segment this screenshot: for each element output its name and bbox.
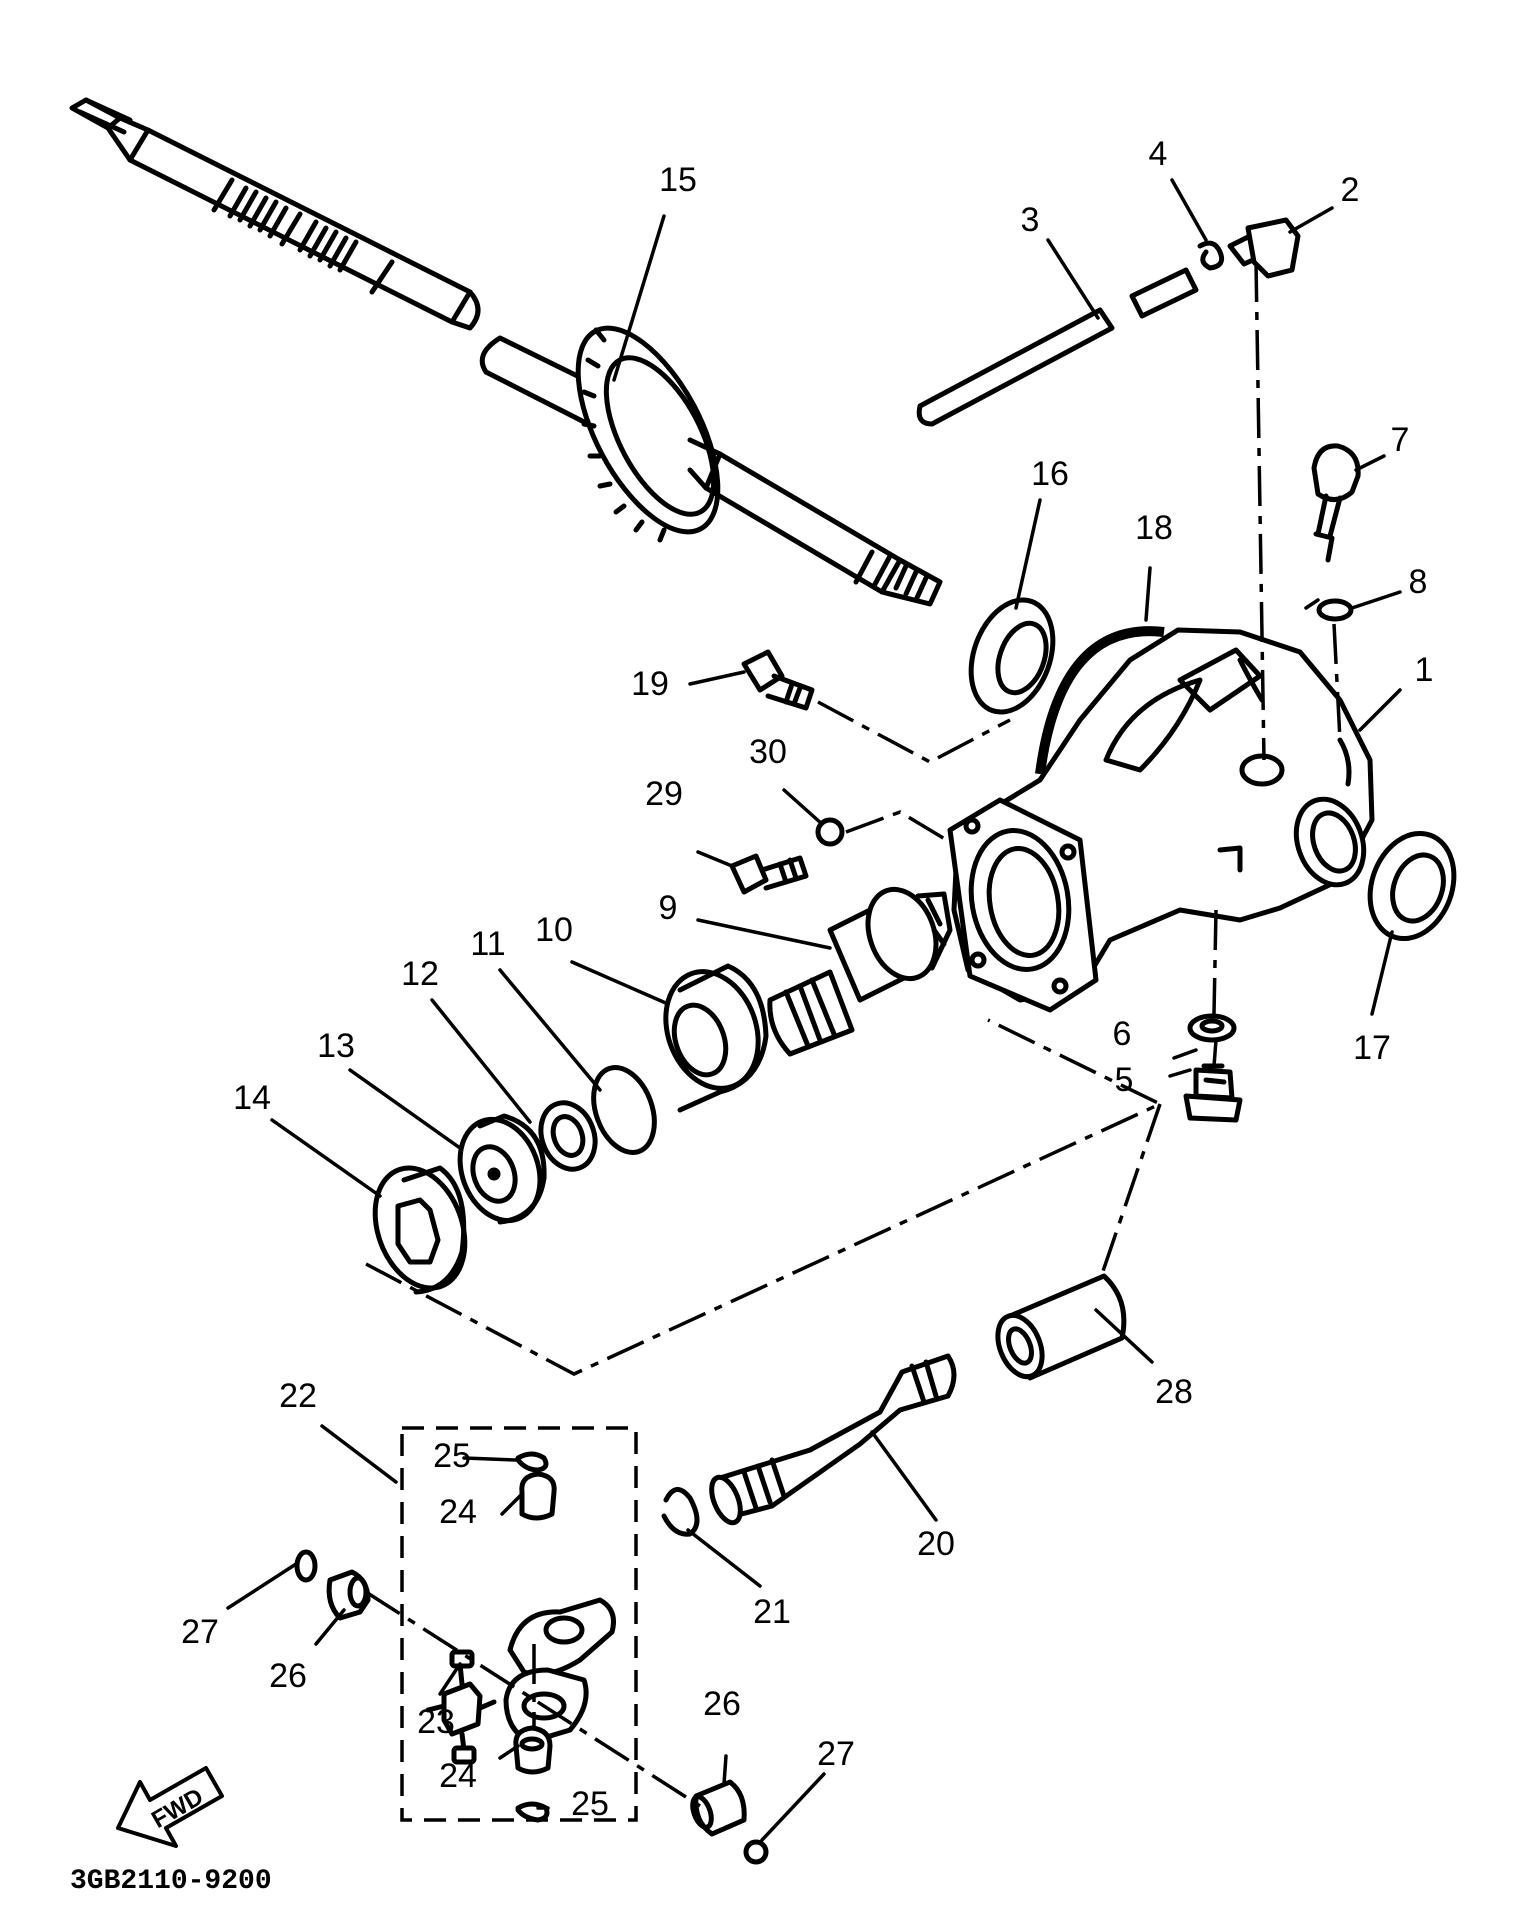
callout-1: 1: [1415, 651, 1434, 689]
callout-12: 12: [401, 955, 439, 993]
assembly-phantom-lines: [365, 261, 1342, 1822]
part-29-bolt[interactable]: [729, 853, 809, 895]
callout-leaders: [226, 178, 1402, 1842]
fwd-arrow-icon: FWD: [116, 1766, 224, 1848]
callout-2: 2: [1341, 171, 1360, 209]
callout-21: 21: [753, 1593, 791, 1631]
part-21-circlip[interactable]: [661, 1487, 700, 1537]
part-10-bearing[interactable]: [650, 959, 774, 1113]
part-16-oil-seal[interactable]: [956, 589, 1067, 724]
part-27-clip-left[interactable]: [294, 1549, 318, 1583]
callout-7: 7: [1391, 421, 1410, 459]
callout-16: 16: [1031, 455, 1069, 493]
callout-24b: 24: [439, 1757, 477, 1795]
callout-8: 8: [1409, 563, 1428, 601]
part-11-o-ring[interactable]: [583, 1059, 666, 1161]
callout-29: 29: [645, 775, 683, 813]
callout-labels: 1 2 3 4 5 6 7 8 9 10 11 12 13 14 15 16 1…: [181, 135, 1433, 1823]
callout-19: 19: [631, 665, 669, 703]
part-5-drain-plug[interactable]: [1183, 1063, 1243, 1123]
callout-4: 4: [1149, 135, 1168, 173]
part-6-gasket[interactable]: [1187, 1013, 1237, 1043]
part-9-pinion-gear[interactable]: [767, 880, 953, 1057]
part-18-gasket-ring[interactable]: [1035, 626, 1165, 775]
callout-15: 15: [659, 161, 697, 199]
callout-26b: 26: [703, 1685, 741, 1723]
callout-27a: 27: [181, 1613, 219, 1651]
part-13-bearing[interactable]: [447, 1108, 554, 1232]
callout-24a: 24: [439, 1493, 477, 1531]
diagram-code: 3GB2110-9200: [70, 1866, 272, 1897]
callout-11: 11: [470, 925, 505, 963]
callout-30: 30: [749, 733, 787, 771]
part-26-bearing-cup-left[interactable]: [326, 1569, 371, 1621]
callout-25a: 25: [433, 1437, 471, 1475]
part-1-gear-case[interactable]: [947, 627, 1375, 1013]
callout-6: 6: [1113, 1015, 1132, 1053]
part-19-bolt[interactable]: [741, 649, 815, 711]
callout-9: 9: [659, 889, 678, 927]
part-28-coupling-sleeve[interactable]: [989, 1273, 1127, 1383]
part-17-bearing[interactable]: [1356, 822, 1468, 951]
part-30-lock-washer[interactable]: [815, 817, 845, 847]
callout-20: 20: [917, 1525, 955, 1563]
callout-23: 23: [417, 1703, 455, 1741]
callout-3: 3: [1021, 201, 1040, 239]
callout-17: 17: [1353, 1029, 1391, 1067]
callout-27b: 27: [817, 1735, 855, 1773]
callout-13: 13: [317, 1027, 355, 1065]
callout-18: 18: [1135, 509, 1173, 547]
part-20-propeller-shaft[interactable]: [706, 1353, 957, 1527]
part-26-bearing-cup-right[interactable]: [689, 1779, 747, 1837]
part-3-breather-hose[interactable]: [916, 267, 1199, 427]
callout-14: 14: [233, 1079, 271, 1117]
part-12-oil-seal[interactable]: [532, 1095, 604, 1177]
callout-5: 5: [1115, 1061, 1134, 1099]
callout-28: 28: [1155, 1373, 1193, 1411]
part-15-drive-shaft[interactable]: [69, 97, 943, 607]
callout-22: 22: [279, 1377, 317, 1415]
part-14-lock-plate[interactable]: [359, 1155, 480, 1300]
part-8-o-ring[interactable]: [1316, 598, 1354, 622]
callout-26a: 26: [269, 1657, 307, 1695]
part-2-elbow-fitting[interactable]: [1227, 217, 1301, 279]
part-27-clip-right[interactable]: [743, 1839, 769, 1865]
part-4-clip[interactable]: [1197, 240, 1225, 271]
part-7-dipstick[interactable]: [1311, 443, 1361, 563]
callout-10: 10: [535, 911, 573, 949]
callout-25b: 25: [571, 1785, 609, 1823]
